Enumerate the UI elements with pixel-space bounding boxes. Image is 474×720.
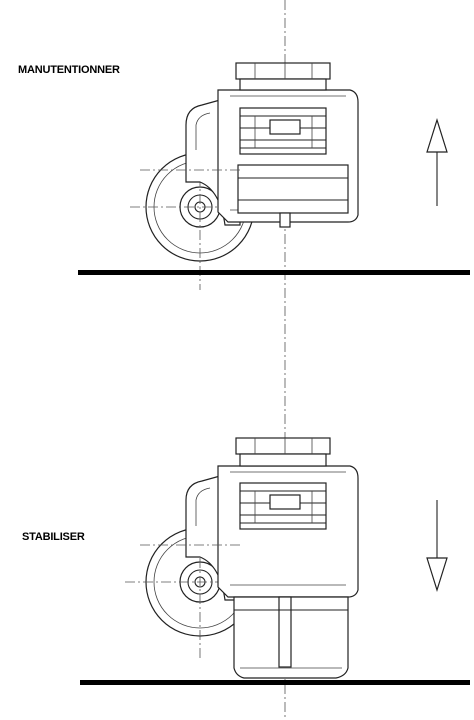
ground-top: [78, 270, 470, 275]
foot-top: [237, 164, 349, 214]
arrow-up: [426, 117, 448, 206]
label-stabilize: STABILISER: [22, 531, 85, 543]
caster-handling: [130, 62, 359, 290]
arrow-down: [426, 500, 448, 593]
caster-stabilized: [125, 437, 359, 679]
bearing-top: [239, 107, 327, 155]
mount-plate-top: [235, 62, 331, 80]
ground-bottom: [80, 680, 470, 685]
label-handling: MANUTENTIONNER: [18, 64, 120, 76]
mount-plate-bottom: [235, 437, 331, 455]
bearing-bottom: [239, 482, 327, 530]
